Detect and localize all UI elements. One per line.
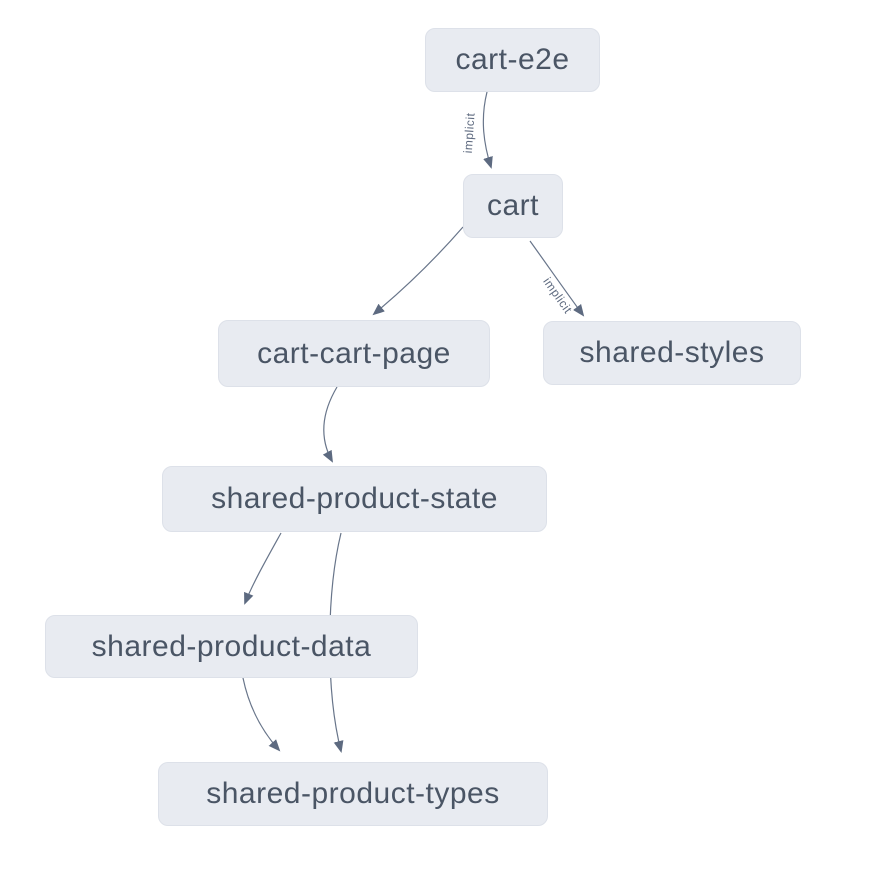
graph-node-label: shared-product-state <box>211 482 498 515</box>
graph-node-shared-product-types[interactable]: shared-product-types <box>158 762 548 826</box>
graph-node-shared-product-state[interactable]: shared-product-state <box>162 466 547 532</box>
graph-node-label: shared-product-data <box>91 629 372 663</box>
graph-node-cart-cart-page[interactable]: cart-cart-page <box>218 320 490 387</box>
graph-node-cart[interactable]: cart <box>463 174 563 238</box>
graph-node-label: cart <box>486 189 539 222</box>
graph-node-label: shared-product-types <box>206 777 500 810</box>
graph-node-shared-product-data[interactable]: shared-product-data <box>45 615 418 678</box>
edge-cart-cart-page-to-shared-product-state <box>322 386 338 463</box>
edge-shared-product-state-to-shared-product-data <box>244 532 282 605</box>
graph-node-label: cart-cart-page <box>257 336 451 370</box>
graph-node-shared-styles[interactable]: shared-styles <box>543 321 801 385</box>
edge-cart-to-shared-styles <box>529 240 585 317</box>
graph-node-label: shared-styles <box>579 336 765 369</box>
graph-node-cart-e2e[interactable]: cart-e2e <box>425 28 600 92</box>
edge-cart-to-cart-cart-page <box>372 226 464 316</box>
graph-node-label: cart-e2e <box>455 43 570 76</box>
edge-cart-e2e-to-cart <box>482 91 493 169</box>
edge-label-cart-e2e-to-cart: implicit <box>461 112 478 154</box>
edge-label-cart-to-shared-styles: implicit <box>540 275 575 316</box>
edge-shared-product-data-to-shared-product-types <box>242 677 281 752</box>
